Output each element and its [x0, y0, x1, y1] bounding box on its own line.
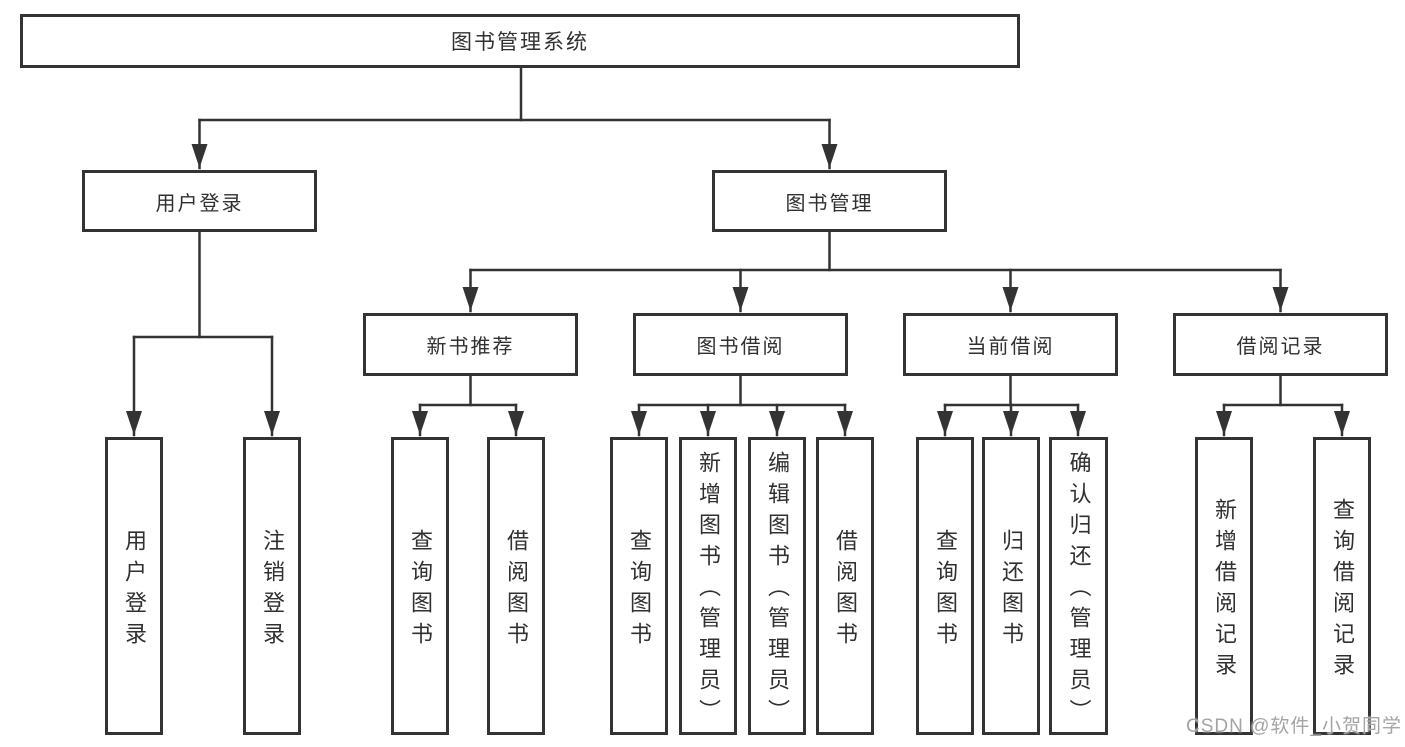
connector-new-book-subtree: [412, 374, 524, 437]
leaf-add-borrow-record: 新增借阅记录: [1195, 437, 1253, 735]
node-book-borrowing: 图书借阅: [633, 313, 848, 376]
node-library-management-system: 图书管理系统: [20, 14, 1020, 68]
leaf-user-login: 用户登录: [105, 437, 163, 735]
leaf-query-books-new: 查询图书: [391, 437, 449, 735]
leaf-query-books-borrow: 查询图书: [610, 437, 668, 735]
csdn-watermark: CSDN @软件_小贺同学: [1186, 716, 1402, 737]
node-borrowing-records: 借阅记录: [1173, 313, 1388, 376]
connector-book-borrow-subtree: [631, 374, 853, 437]
connector-borrow-records-subtree: [1216, 374, 1350, 437]
node-user-login: 用户登录: [82, 170, 317, 232]
leaf-add-books-admin: 新增图书（管理员）: [679, 437, 737, 735]
leaf-borrow-books-new: 借阅图书: [487, 437, 545, 735]
leaf-logout-login: 注销登录: [243, 437, 301, 735]
node-book-management: 图书管理: [712, 170, 947, 232]
connector-book-management-to-level3: [462, 230, 1289, 313]
connector-user-login-subtree: [126, 230, 280, 437]
leaf-confirm-return-admin: 确认归还（管理员）: [1049, 437, 1108, 735]
leaf-return-books: 归还图书: [982, 437, 1040, 735]
leaf-borrow-books: 借阅图书: [816, 437, 874, 735]
connector-current-borrow-subtree: [937, 374, 1086, 437]
node-current-borrowing: 当前借阅: [903, 313, 1118, 376]
node-new-book-recommendation: 新书推荐: [363, 313, 578, 376]
leaf-query-borrow-record: 查询借阅记录: [1313, 437, 1371, 735]
leaf-query-books-current: 查询图书: [916, 437, 974, 735]
leaf-edit-books-admin: 编辑图书（管理员）: [748, 437, 806, 735]
connector-root-to-level2: [191, 66, 838, 170]
